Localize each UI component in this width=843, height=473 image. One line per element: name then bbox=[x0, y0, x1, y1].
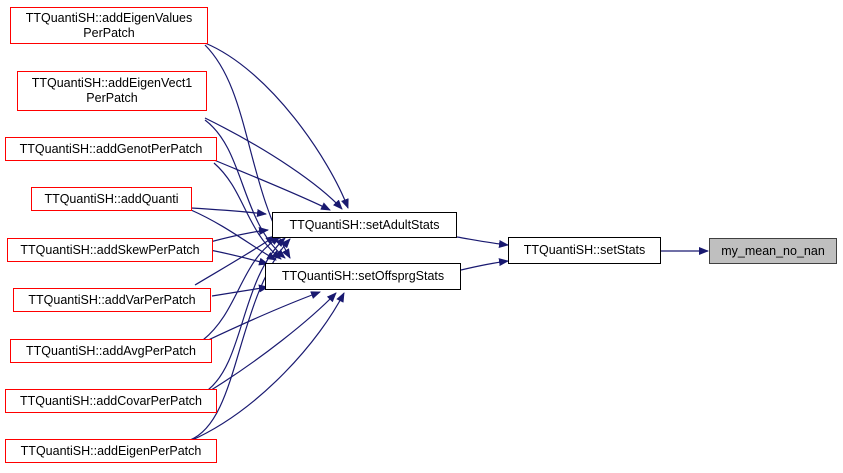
edge-setAdultStats-to-setStats bbox=[456, 236, 509, 248]
node-addAvgPerPatch[interactable]: TTQuantiSH::addAvgPerPatch bbox=[10, 339, 212, 363]
node-addCovarPerPatch[interactable]: TTQuantiSH::addCovarPerPatch bbox=[5, 389, 217, 413]
node-label: TTQuantiSH::addAvgPerPatch bbox=[26, 343, 196, 358]
node-addEigenPerPatch[interactable]: TTQuantiSH::addEigenPerPatch bbox=[5, 439, 217, 463]
edge-addGenotPerPatch-to-setAdultStats bbox=[213, 159, 331, 211]
edge-addGenotPerPatch-to-setOffsprgStats bbox=[213, 162, 282, 260]
edge-addVarPerPatch-to-setOffsprgStats bbox=[211, 284, 269, 297]
node-label: TTQuantiSH::addGenotPerPatch bbox=[19, 141, 203, 156]
node-label-line1: TTQuantiSH::addEigenValues bbox=[25, 10, 193, 25]
node-label: TTQuantiSH::addSkewPerPatch bbox=[20, 242, 200, 257]
node-label: TTQuantiSH::addQuanti bbox=[44, 191, 179, 206]
edge-addSkewPerPatch-to-setOffsprgStats bbox=[209, 249, 269, 266]
node-label: TTQuantiSH::setAdultStats bbox=[289, 217, 440, 232]
node-label: TTQuantiSH::addEigenPerPatch bbox=[20, 443, 202, 458]
node-label: TTQuantiSH::addCovarPerPatch bbox=[19, 393, 203, 408]
node-setAdultStats[interactable]: TTQuantiSH::setAdultStats bbox=[272, 212, 457, 238]
edge-addEigenVect1-to-setAdultStats bbox=[204, 117, 343, 210]
edge-setOffsprgStats-to-setStats bbox=[460, 258, 509, 271]
node-setOffsprgStats[interactable]: TTQuantiSH::setOffsprgStats bbox=[265, 263, 461, 290]
edge-addEigenVect1-to-setOffsprgStats bbox=[204, 119, 286, 259]
node-addEigenVect1PerPatch[interactable]: TTQuantiSH::addEigenVect1 PerPatch bbox=[17, 71, 207, 111]
edge-addAvgPerPatch-to-setOffsprgStats bbox=[203, 291, 321, 343]
node-label: my_mean_no_nan bbox=[721, 243, 825, 258]
edge-addEigenPerPatch-to-setOffsprgStats bbox=[189, 292, 345, 442]
edge-addEigenValues-to-setAdultStats bbox=[204, 42, 349, 209]
node-label: TTQuantiSH::setStats bbox=[523, 243, 646, 257]
edge-addAvgPerPatch-to-setAdultStats bbox=[202, 236, 281, 341]
node-label-line2: PerPatch bbox=[86, 91, 138, 105]
node-my-mean-no-nan: my_mean_no_nan bbox=[709, 238, 837, 264]
node-label: TTQuantiSH::setOffsprgStats bbox=[281, 269, 445, 283]
node-addVarPerPatch[interactable]: TTQuantiSH::addVarPerPatch bbox=[13, 288, 211, 312]
node-label-line2: PerPatch bbox=[83, 25, 135, 40]
edge-addQuanti-to-setOffsprgStats bbox=[190, 209, 277, 261]
node-addGenotPerPatch[interactable]: TTQuantiSH::addGenotPerPatch bbox=[5, 137, 217, 161]
edge-addQuanti-to-setAdultStats bbox=[190, 207, 267, 217]
node-label: TTQuantiSH::addVarPerPatch bbox=[28, 292, 196, 307]
node-addSkewPerPatch[interactable]: TTQuantiSH::addSkewPerPatch bbox=[7, 238, 213, 262]
node-addQuanti[interactable]: TTQuantiSH::addQuanti bbox=[31, 187, 192, 211]
node-addEigenValuesPerPatch[interactable]: TTQuantiSH::addEigenValues PerPatch bbox=[10, 7, 208, 44]
edge-addCovarPerPatch-to-setOffsprgStats bbox=[207, 292, 337, 393]
node-setStats[interactable]: TTQuantiSH::setStats bbox=[508, 237, 661, 264]
node-label-line1: TTQuantiSH::addEigenVect1 bbox=[31, 76, 193, 90]
